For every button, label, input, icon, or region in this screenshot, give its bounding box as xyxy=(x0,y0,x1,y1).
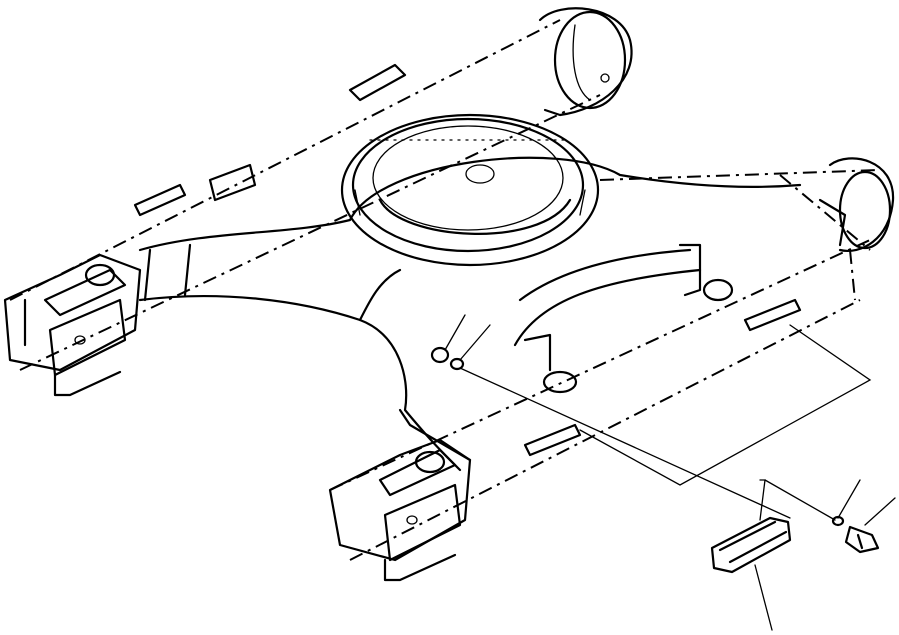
idler-yoke-right xyxy=(818,157,895,252)
bolt-and-washer xyxy=(831,515,880,554)
leader-lines xyxy=(444,314,896,631)
side-brackets xyxy=(133,63,734,394)
nut-and-washer xyxy=(430,346,465,371)
track-guide-part xyxy=(710,516,792,574)
assembly-lines xyxy=(459,324,872,521)
left-front-track-end xyxy=(3,253,142,397)
left-rear-track-end xyxy=(328,438,472,582)
idler-yoke-top xyxy=(538,7,633,117)
center-frame-body xyxy=(138,156,802,472)
phantom-outline-lines xyxy=(9,19,881,561)
guide-pads-on-frame xyxy=(523,298,802,457)
swing-circle xyxy=(340,113,600,267)
